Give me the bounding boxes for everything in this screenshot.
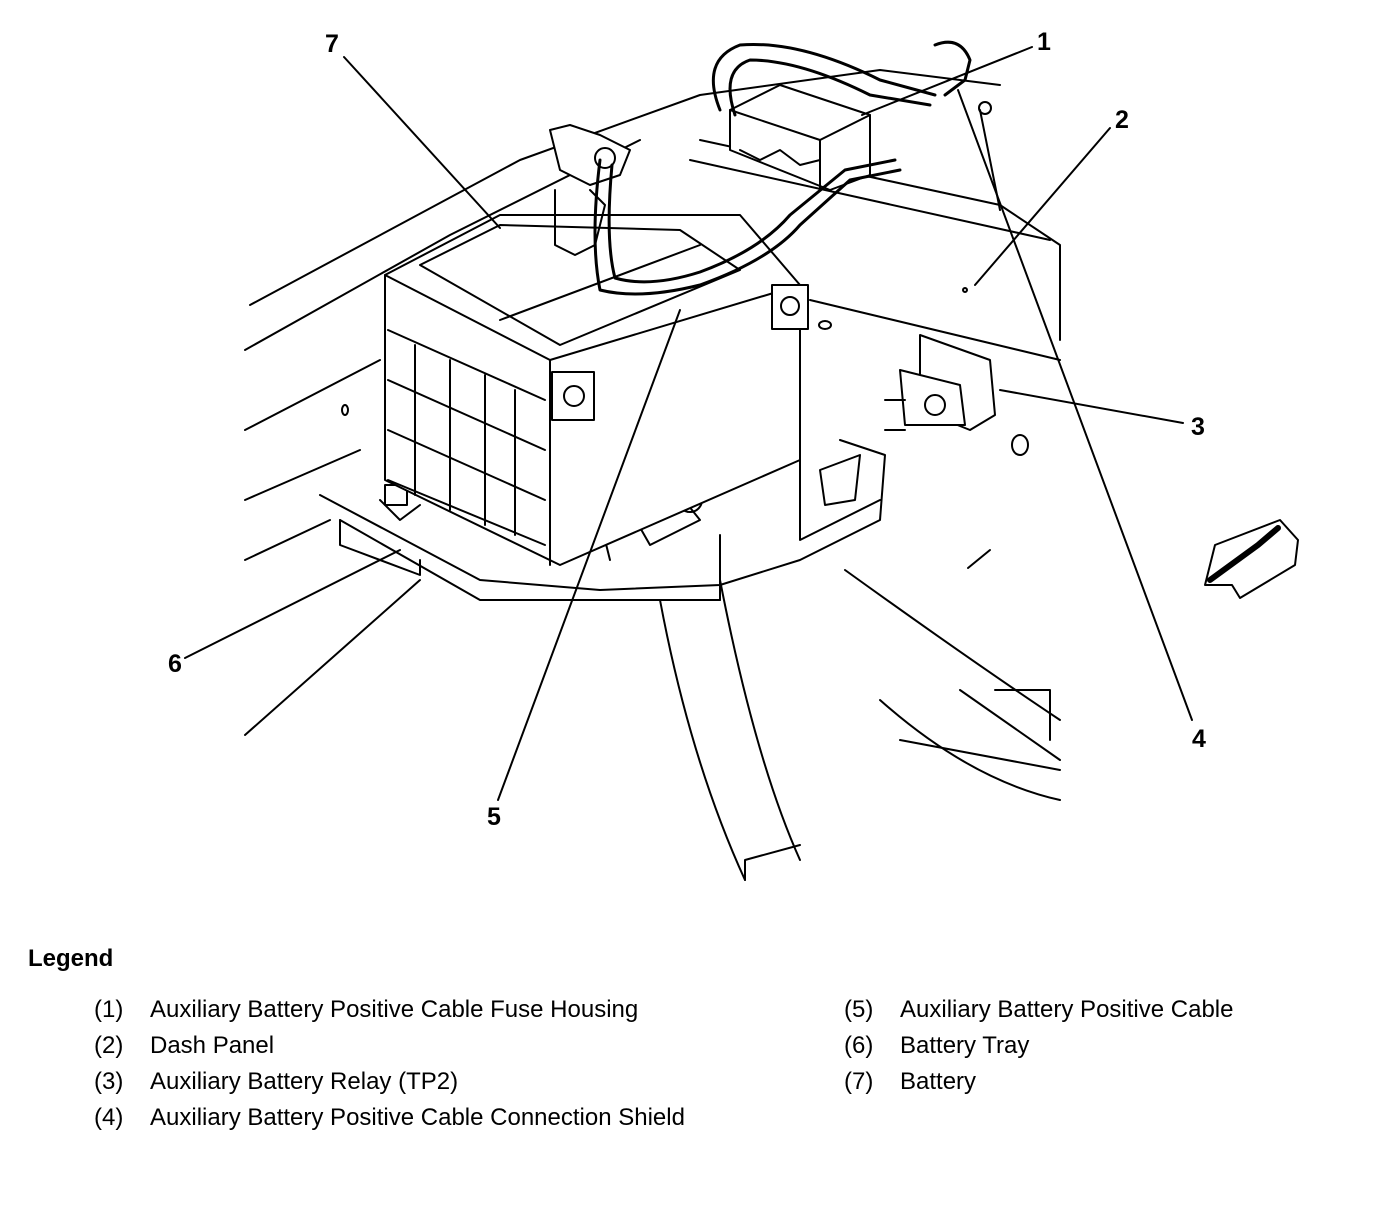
callout-6: 6 bbox=[168, 650, 182, 678]
callout-2: 2 bbox=[1115, 106, 1129, 134]
cable-harness bbox=[593, 40, 972, 296]
leader-lines bbox=[184, 46, 1193, 801]
legend-item-text: Battery bbox=[900, 1068, 977, 1095]
legend-item-number: (4) bbox=[94, 1104, 124, 1131]
legend-column-left: (1) Auxiliary Battery Positive Cable Fus… bbox=[94, 995, 734, 1139]
legend-item: (4) Auxiliary Battery Positive Cable Con… bbox=[94, 1103, 734, 1133]
auxiliary-relay-shape bbox=[884, 334, 996, 431]
legend-item: (7) Battery bbox=[844, 1067, 1364, 1097]
legend-item-number: (5) bbox=[844, 996, 874, 1023]
callout-5: 5 bbox=[487, 803, 501, 831]
legend-item-text: Dash Panel bbox=[150, 1032, 275, 1059]
front-direction-arrow bbox=[1204, 519, 1299, 599]
callout-1: 1 bbox=[1037, 28, 1051, 56]
battery-terminals bbox=[549, 124, 809, 421]
legend-item-number: (3) bbox=[94, 1068, 124, 1095]
legend-item: (6) Battery Tray bbox=[844, 1031, 1364, 1061]
callout-7: 7 bbox=[325, 30, 339, 58]
legend-item-text: Auxiliary Battery Positive Cable Connect… bbox=[150, 1104, 685, 1131]
legend-column-right: (5) Auxiliary Battery Positive Cable (6)… bbox=[844, 995, 1364, 1103]
callout-4: 4 bbox=[1192, 725, 1206, 753]
legend-item-text: Auxiliary Battery Positive Cable Fuse Ho… bbox=[150, 996, 639, 1023]
legend-item-text: Auxiliary Battery Relay (TP2) bbox=[150, 1068, 459, 1095]
legend-item: (1) Auxiliary Battery Positive Cable Fus… bbox=[94, 995, 734, 1025]
legend-item-number: (6) bbox=[844, 1032, 874, 1059]
wheel-house-outline bbox=[659, 569, 1061, 881]
legend-item-number: (1) bbox=[94, 996, 124, 1023]
legend-item: (3) Auxiliary Battery Relay (TP2) bbox=[94, 1067, 734, 1097]
legend-title: Legend bbox=[28, 945, 114, 972]
legend-item: (2) Dash Panel bbox=[94, 1031, 734, 1061]
callout-3: 3 bbox=[1191, 413, 1205, 441]
legend-item-text: Battery Tray bbox=[900, 1032, 1030, 1059]
legend-item-number: (7) bbox=[844, 1068, 874, 1095]
battery-front-grid bbox=[387, 329, 546, 546]
legend-item-text: Auxiliary Battery Positive Cable bbox=[900, 996, 1234, 1023]
battery-installation-illustration: 1 2 3 4 5 6 7 bbox=[168, 28, 1299, 881]
legend-item: (5) Auxiliary Battery Positive Cable bbox=[844, 995, 1364, 1025]
legend-item-number: (2) bbox=[94, 1032, 124, 1059]
callout-numbers: 1 2 3 4 5 6 7 bbox=[168, 28, 1206, 831]
